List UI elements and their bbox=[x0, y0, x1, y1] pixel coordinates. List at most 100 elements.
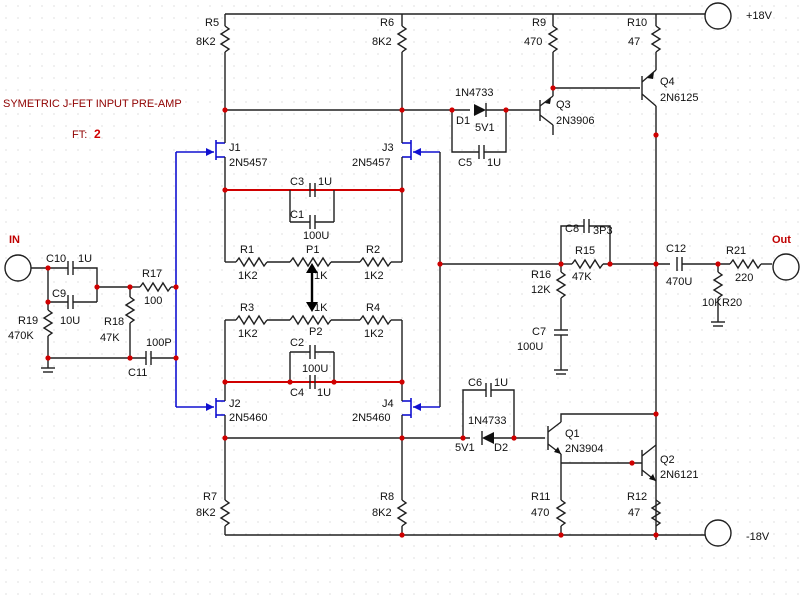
resistor-r7[interactable] bbox=[219, 499, 231, 535]
capacitor-c10[interactable] bbox=[67, 261, 98, 302]
j1-value: 2N5457 bbox=[229, 157, 268, 169]
jfet-j3[interactable] bbox=[401, 140, 441, 407]
capacitor-c6[interactable] bbox=[462, 383, 515, 438]
resistor-r6[interactable] bbox=[396, 14, 408, 140]
jfet-j4[interactable] bbox=[401, 398, 440, 500]
c5-ref: C5 bbox=[458, 157, 472, 169]
q1-value: 2N3904 bbox=[565, 443, 604, 455]
output-terminal[interactable] bbox=[772, 253, 800, 281]
p2-value: 1K bbox=[314, 302, 328, 314]
capacitor-c7[interactable] bbox=[554, 329, 568, 375]
capacitor-c12[interactable] bbox=[676, 257, 730, 271]
negative-terminal[interactable] bbox=[704, 519, 732, 547]
capacitor-c2[interactable] bbox=[289, 345, 335, 382]
ft-label: FT: bbox=[72, 129, 87, 141]
resistor-r20[interactable] bbox=[711, 264, 725, 327]
resistor-r17[interactable] bbox=[130, 281, 176, 293]
c12-ref: C12 bbox=[666, 243, 686, 255]
transistor-q2[interactable] bbox=[561, 444, 657, 482]
r7-value: 8K2 bbox=[196, 507, 216, 519]
resistor-r10[interactable] bbox=[650, 14, 662, 70]
resistor-r8[interactable] bbox=[396, 499, 408, 535]
c6-value: 1U bbox=[494, 377, 508, 389]
p1-ref: P1 bbox=[306, 244, 319, 256]
ganged-wiper-arrow[interactable] bbox=[306, 263, 318, 312]
resistor-r16[interactable] bbox=[555, 264, 567, 330]
output-label: Out bbox=[772, 234, 791, 246]
jfet-j2[interactable] bbox=[176, 398, 226, 500]
capacitor-c5[interactable] bbox=[451, 110, 507, 159]
input-terminal[interactable] bbox=[4, 254, 32, 282]
j4-ref: J4 bbox=[382, 398, 394, 410]
r15-value: 47K bbox=[572, 271, 592, 283]
j2-value: 2N5460 bbox=[229, 412, 268, 424]
r10-value: 47 bbox=[628, 36, 640, 48]
r2-ref: R2 bbox=[366, 244, 380, 256]
r3-ref: R3 bbox=[240, 302, 254, 314]
r8-ref: R8 bbox=[380, 491, 394, 503]
zener-d1[interactable] bbox=[474, 103, 540, 117]
r18-ref: R18 bbox=[104, 316, 124, 328]
zener-d2[interactable] bbox=[481, 431, 545, 445]
r17-value: 100 bbox=[144, 295, 162, 307]
resistor-r5[interactable] bbox=[219, 14, 231, 140]
capacitor-c4[interactable] bbox=[309, 375, 316, 389]
transistor-q1[interactable] bbox=[547, 413, 656, 500]
d2-part: 1N4733 bbox=[468, 415, 507, 427]
capacitor-c8[interactable] bbox=[560, 219, 611, 264]
r6-ref: R6 bbox=[380, 17, 394, 29]
r5-ref: R5 bbox=[205, 17, 219, 29]
q1-ref: Q1 bbox=[565, 428, 580, 440]
c9-value: 10U bbox=[60, 315, 80, 327]
j2-ref: J2 bbox=[229, 398, 241, 410]
positive-rail-label: +18V bbox=[746, 10, 773, 22]
capacitor-c1[interactable] bbox=[290, 215, 334, 229]
jfet-j1[interactable] bbox=[176, 140, 226, 262]
resistor-r2[interactable] bbox=[331, 256, 402, 268]
r19-ref: R19 bbox=[18, 315, 38, 327]
transistor-q4[interactable] bbox=[641, 69, 657, 540]
q2-value: 2N6121 bbox=[660, 469, 699, 481]
c10-value: 1U bbox=[78, 253, 92, 265]
resistor-r12[interactable] bbox=[650, 499, 662, 527]
c7-ref: C7 bbox=[532, 326, 546, 338]
p2-ref: P2 bbox=[309, 326, 322, 338]
resistor-r19[interactable] bbox=[41, 302, 55, 373]
d2-value: 5V1 bbox=[455, 442, 475, 454]
r20-value: 10K bbox=[702, 297, 722, 309]
resistor-r18[interactable] bbox=[124, 287, 136, 358]
q4-ref: Q4 bbox=[660, 76, 675, 88]
potentiometer-p1[interactable] bbox=[289, 256, 332, 268]
r20-ref: R20 bbox=[722, 297, 742, 309]
resistor-r21[interactable] bbox=[729, 258, 772, 270]
r15-ref: R15 bbox=[575, 245, 595, 257]
resistor-r1[interactable] bbox=[225, 256, 290, 268]
resistor-r4[interactable] bbox=[331, 314, 402, 326]
capacitor-c3[interactable] bbox=[289, 183, 335, 222]
q3-value: 2N3906 bbox=[556, 115, 595, 127]
potentiometer-p2[interactable] bbox=[289, 314, 332, 326]
c8-value: 3P3 bbox=[593, 225, 613, 237]
d1-ref: D1 bbox=[456, 115, 470, 127]
c3-ref: C3 bbox=[290, 176, 304, 188]
capacitor-c11[interactable] bbox=[145, 351, 176, 365]
j1-ref: J1 bbox=[229, 142, 241, 154]
input-label: IN bbox=[9, 234, 20, 246]
r11-ref: R11 bbox=[531, 491, 550, 503]
r12-value: 47 bbox=[628, 507, 640, 519]
resistor-r11[interactable] bbox=[555, 499, 567, 535]
r16-ref: R16 bbox=[531, 269, 551, 281]
resistor-r3[interactable] bbox=[225, 314, 290, 326]
transistor-q3[interactable] bbox=[539, 87, 640, 135]
r3-value: 1K2 bbox=[238, 328, 258, 340]
resistor-r9[interactable] bbox=[547, 14, 559, 96]
d1-value: 5V1 bbox=[475, 122, 495, 134]
positive-terminal[interactable] bbox=[704, 2, 732, 30]
j3-ref: J3 bbox=[382, 142, 394, 154]
c11-ref: C11 bbox=[128, 367, 147, 379]
r8-value: 8K2 bbox=[372, 507, 392, 519]
ft-value: 2 bbox=[94, 127, 101, 141]
c9-ref: C9 bbox=[52, 288, 66, 300]
